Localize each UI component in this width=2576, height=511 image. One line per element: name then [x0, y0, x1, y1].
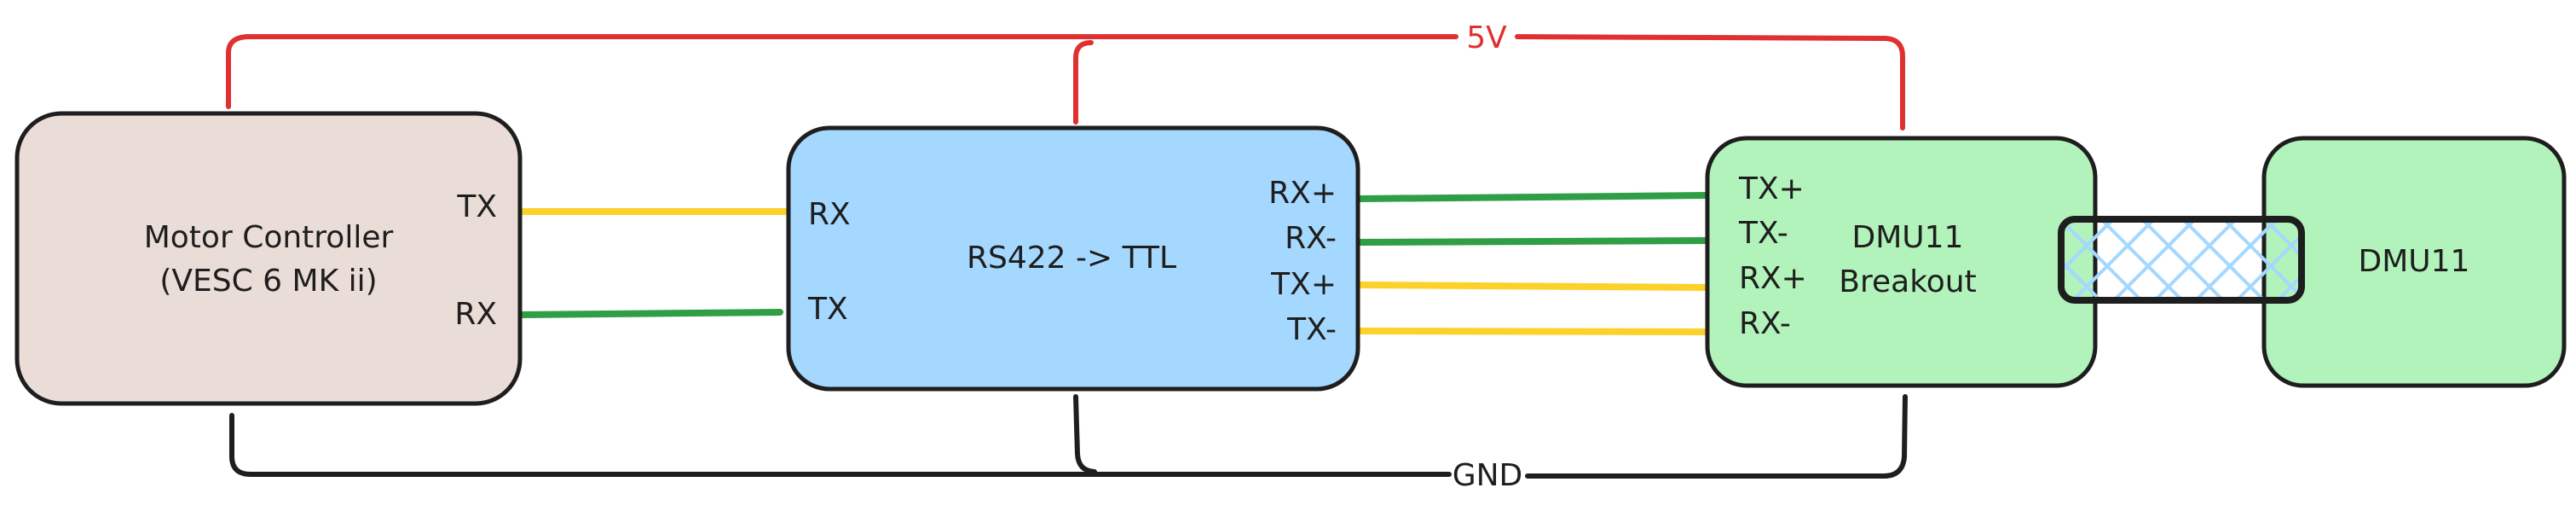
converter-title: RS422 -> TTL [967, 241, 1176, 276]
motor-controller-tx-pin: TX [456, 189, 497, 224]
power-rail [226, 34, 1905, 131]
motor-controller-model: (VESC 6 MK ii) [159, 264, 377, 299]
wire-tx-plus [1355, 282, 1711, 291]
dmu11-title: DMU11 [2359, 244, 2470, 279]
breakout-rx-plus-pin: RX+ [1739, 261, 1807, 296]
breakout-subtitle: Breakout [1839, 264, 1976, 299]
wire-rx-minus [1355, 237, 1711, 246]
converter-rx-pin: RX [808, 197, 851, 232]
converter-rx-minus-pin: RX- [1285, 221, 1337, 256]
breakout-tx-minus-pin: TX- [1738, 216, 1788, 251]
breakout-title: DMU11 [1852, 220, 1964, 255]
converter-tx-plus-pin: TX+ [1270, 267, 1337, 302]
breakout-tx-plus-pin: TX+ [1738, 171, 1805, 206]
power-rail-label: 5V [1466, 20, 1507, 55]
breakout-rx-minus-pin: RX- [1739, 306, 1791, 341]
motor-controller-title: Motor Controller [144, 220, 394, 255]
wire-rx-plus [1355, 192, 1711, 202]
ground-rail [229, 394, 1908, 479]
ground-rail-label: GND [1453, 458, 1523, 493]
ribbon-cable [2058, 216, 2305, 304]
converter-block [786, 125, 1360, 392]
motor-controller-rx-pin: RX [454, 297, 497, 332]
motor-controller-block [14, 111, 523, 406]
wire-mc-rx-to-conv-tx [517, 309, 783, 318]
converter-tx-minus-pin: TX- [1286, 312, 1337, 347]
converter-rx-plus-pin: RX+ [1268, 176, 1337, 211]
wire-tx-minus [1355, 328, 1711, 335]
converter-tx-pin: TX [807, 292, 848, 327]
